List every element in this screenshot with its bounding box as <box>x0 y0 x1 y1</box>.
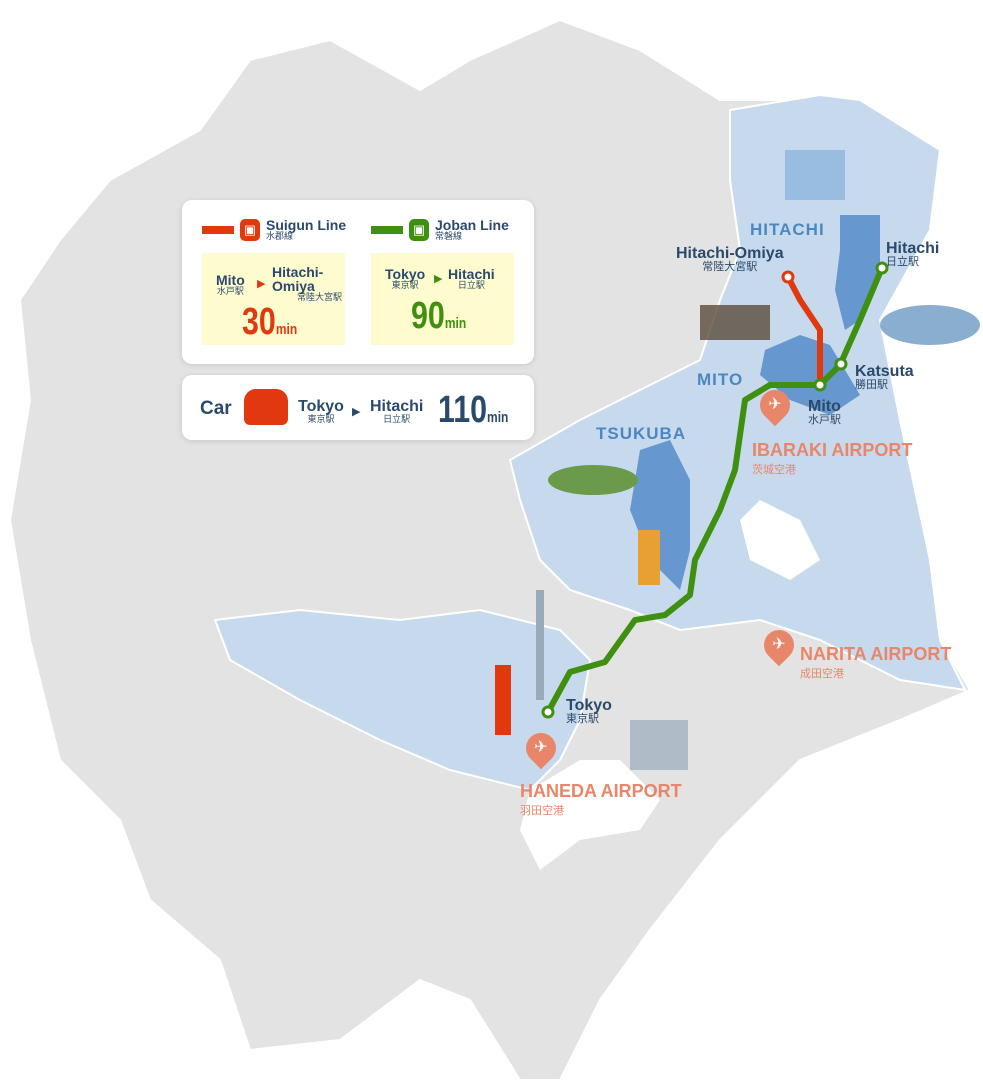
dark-blue-area-tsukuba <box>630 440 690 590</box>
airport-pin-haneda: ✈ <box>519 726 563 770</box>
station-marker-tokyo <box>541 705 555 719</box>
tokyo-tower-illustration <box>495 665 511 735</box>
landmark-illustrations <box>495 150 980 770</box>
joban-line-name-jp: 常磐線 <box>435 231 463 241</box>
skytree-illustration <box>536 590 544 700</box>
station-marker-hitachi-omiya <box>781 270 795 284</box>
station-marker-katsuta <box>834 357 848 371</box>
joban-line-name: Joban Line <box>435 217 509 233</box>
station-markers <box>541 261 889 719</box>
plane-icon: ✈ <box>768 396 782 413</box>
car-label: Car <box>200 398 232 419</box>
plane-icon: ✈ <box>534 739 548 756</box>
dark-blue-area-hitachi <box>835 215 880 330</box>
suigun-line-name: Suigun Line <box>266 217 347 233</box>
airport-pin-ibaraki: ✈ <box>753 383 797 427</box>
kasumigaura-lake <box>740 500 820 580</box>
joban-travel-time: 90min <box>411 295 467 337</box>
train-icon: ▣ <box>240 218 260 241</box>
station-marker-hitachi <box>875 261 889 275</box>
plane-icon: ✈ <box>772 636 786 653</box>
torii-illustration <box>880 305 980 345</box>
rocket-illustration <box>638 530 660 585</box>
region-label-mito: MITO <box>697 370 744 389</box>
car-icon <box>244 389 288 425</box>
station-marker-mito <box>813 378 827 392</box>
region-label-hitachi: HITACHI <box>750 220 825 239</box>
airport-pin-narita: ✈ <box>757 623 801 667</box>
rainbow-bridge-illustration <box>630 720 688 770</box>
suigun-line-route <box>785 275 823 385</box>
mount-tsukuba-illustration <box>548 465 638 495</box>
arrow-icon: ▶ <box>257 278 266 290</box>
arrow-icon: ▶ <box>434 273 443 285</box>
joban-line-route <box>545 266 885 714</box>
suigun-line-swatch <box>202 225 234 234</box>
region-label-tsukuba: TSUKUBA <box>596 424 687 443</box>
car-travel-time: 110min <box>438 389 509 431</box>
suigun-line-name-jp: 水郡線 <box>266 231 294 241</box>
bridge-illustration-hitachi <box>785 150 845 200</box>
tokyo-region <box>213 608 592 792</box>
joban-line-swatch <box>371 225 403 234</box>
tokyo-bay <box>520 760 660 870</box>
arrow-icon: ▶ <box>352 406 361 418</box>
train-icon: ▣ <box>409 218 429 241</box>
suigun-travel-time: 30min <box>242 301 298 343</box>
shrine-illustration-mito <box>700 305 770 340</box>
